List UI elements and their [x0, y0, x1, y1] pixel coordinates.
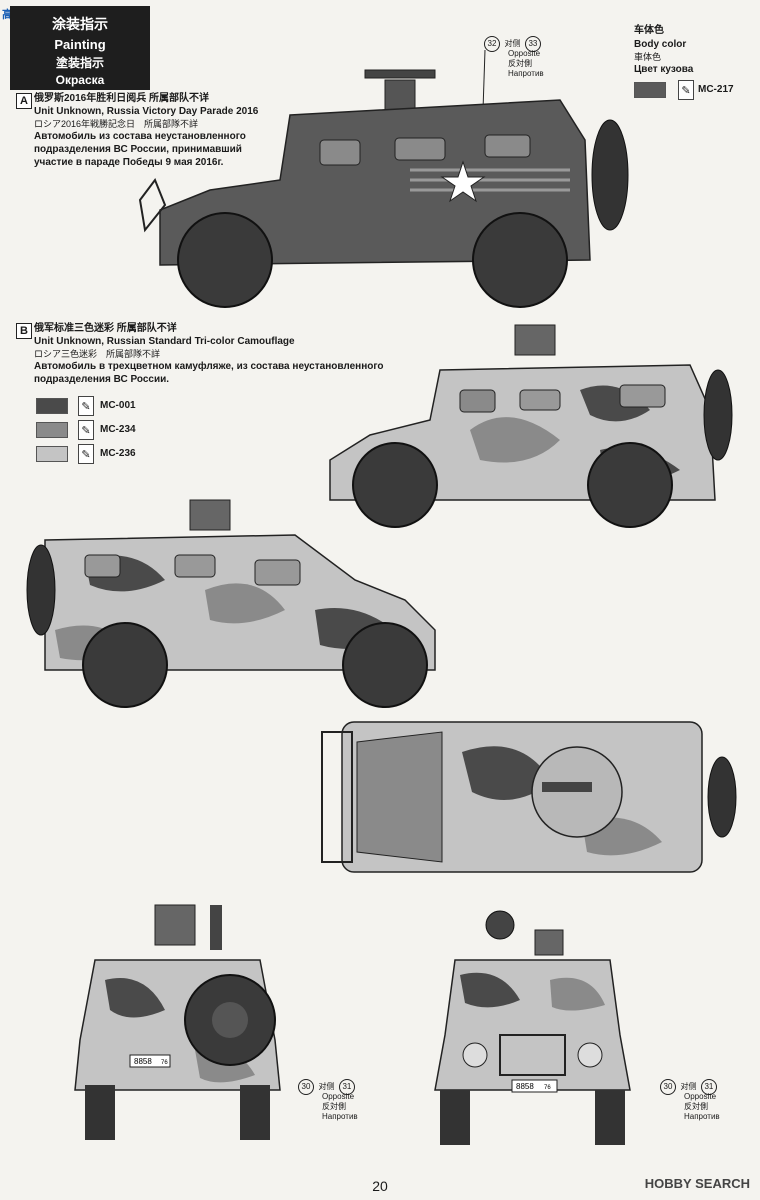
section-b-line: 俄军标准三色迷彩 所属部队不详	[34, 323, 177, 334]
callout-en: Opposite	[508, 49, 541, 58]
section-b-line: ロシア三色迷彩 所属部隊不詳	[34, 349, 161, 359]
header-ru: Окраска	[55, 73, 105, 87]
callout-en: Opposite	[322, 1092, 355, 1101]
callout-jp: 反対側	[508, 59, 532, 68]
callout-number: 30	[660, 1078, 676, 1095]
body-color-zh: 车体色	[634, 25, 664, 36]
vehicle-b-right-view	[26, 499, 436, 708]
vehicle-a-side-view	[138, 49, 629, 308]
callout-zh: 对侧	[680, 1082, 697, 1091]
paintbrush-icon: ✎	[78, 420, 94, 440]
body-color-jp: 車体色	[634, 52, 662, 62]
rear-plate-number: 8858	[134, 1057, 152, 1066]
painting-header: 涂装指示 Painting 塗装指示 Окраска	[10, 6, 150, 90]
header-en: Painting	[54, 37, 106, 52]
color-swatch-mc-001	[36, 398, 68, 414]
section-a-line: 俄罗斯2016年胜利日阅兵 所属部队不详	[34, 93, 210, 104]
section-a-line: ロシア2016年戦勝記念日 所属部隊不詳	[34, 119, 199, 129]
header-zh: 涂装指示	[52, 16, 108, 32]
callout-top: 32 对侧 33	[484, 33, 541, 52]
color-code: MC-236	[100, 448, 136, 459]
vehicle-b-left-view	[329, 324, 733, 528]
footer-logo: HOBBY SEARCH	[644, 1176, 750, 1191]
body-color-code: MC-217	[698, 84, 734, 95]
section-a-letter: A	[16, 93, 32, 109]
front-plate-number: 8858	[516, 1082, 534, 1091]
section-b-letter: B	[16, 323, 32, 339]
callout-zh: 对侧	[504, 39, 521, 48]
color-code: MC-001	[100, 400, 136, 411]
header-jp: 塗装指示	[55, 56, 104, 70]
color-swatch-mc-236	[36, 446, 68, 462]
callout-zh: 对侧	[318, 1082, 335, 1091]
callout-number: 32	[484, 35, 500, 52]
callout-rear: 30 对侧 31	[298, 1076, 355, 1095]
paintbrush-icon: ✎	[678, 80, 694, 100]
callout-number: 33	[524, 35, 541, 52]
paintbrush-icon: ✎	[78, 396, 94, 416]
callout-ru: Напротив	[684, 1112, 720, 1121]
callout-ru: Напротив	[508, 69, 544, 78]
color-code: MC-234	[100, 424, 136, 435]
vehicle-b-front-view: 8858 76	[434, 910, 631, 1145]
body-color-en: Body color	[634, 39, 687, 50]
callout-jp: 反対側	[684, 1102, 708, 1111]
section-b-line: подразделения ВС России.	[34, 374, 170, 385]
section-b-line: Автомобиль в трехцветном камуфляже, из с…	[34, 361, 384, 372]
body-color-swatch	[634, 82, 666, 98]
section-b-line: Unit Unknown, Russian Standard Tri-color…	[34, 336, 295, 347]
page-number: 20	[372, 1178, 388, 1194]
body-color-ru: Цвет кузова	[634, 64, 694, 75]
section-b-text: 俄军标准三色迷彩 所属部队不详 Unit Unknown, Russian St…	[34, 322, 383, 386]
callout-number: 31	[338, 1078, 355, 1095]
section-a-line: Unit Unknown, Russia Victory Day Parade …	[34, 106, 259, 117]
color-swatch-mc-234	[36, 422, 68, 438]
rear-plate-region: 76	[161, 1060, 168, 1066]
callout-ru: Напротив	[322, 1112, 358, 1121]
paintbrush-icon: ✎	[78, 444, 94, 464]
section-a-text: 俄罗斯2016年胜利日阅兵 所属部队不详 Unit Unknown, Russi…	[34, 92, 258, 169]
front-plate-region: 76	[544, 1085, 551, 1091]
callout-en: Opposite	[684, 1092, 717, 1101]
section-a-line: участие в параде Победы 9 мая 2016г.	[34, 157, 224, 168]
vehicle-b-top-view	[321, 721, 737, 873]
section-a-line: Автомобиль из состава неустановленного	[34, 131, 246, 142]
callout-front: 30 对侧 31	[660, 1076, 717, 1095]
section-a-line: подразделения ВС России, принимавший	[34, 144, 242, 155]
vehicle-b-rear-view: 8858 76	[74, 904, 281, 1140]
callout-number: 31	[700, 1078, 717, 1095]
callout-number: 30	[298, 1078, 314, 1095]
callout-jp: 反対側	[322, 1102, 346, 1111]
